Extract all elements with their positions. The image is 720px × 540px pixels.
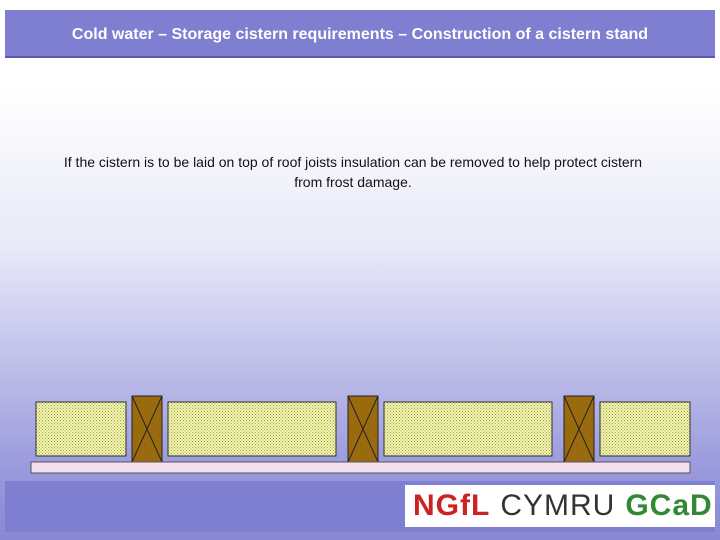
insulation-block-4 <box>599 401 691 457</box>
ngfl-cymru-gcad-logo: NGfL CYMRU GCaD <box>405 485 715 527</box>
slide-title: Cold water – Storage cistern requirement… <box>71 26 649 43</box>
body-text: If the cistern is to be laid on top of r… <box>63 154 643 190</box>
logo-gcad: GCaD <box>625 489 713 522</box>
joist-3 <box>563 395 595 463</box>
ceiling-board <box>30 461 691 474</box>
title-bar: Cold water – Storage cistern requirement… <box>5 10 715 56</box>
logo-cymru: CYMRU <box>500 489 616 522</box>
insulation-block-1 <box>35 401 127 457</box>
logo-ngfl: NGfL <box>413 489 491 522</box>
insulation-block-3 <box>383 401 553 457</box>
insulation-block-2 <box>167 401 337 457</box>
joist-1 <box>131 395 163 463</box>
joist-2 <box>347 395 379 463</box>
